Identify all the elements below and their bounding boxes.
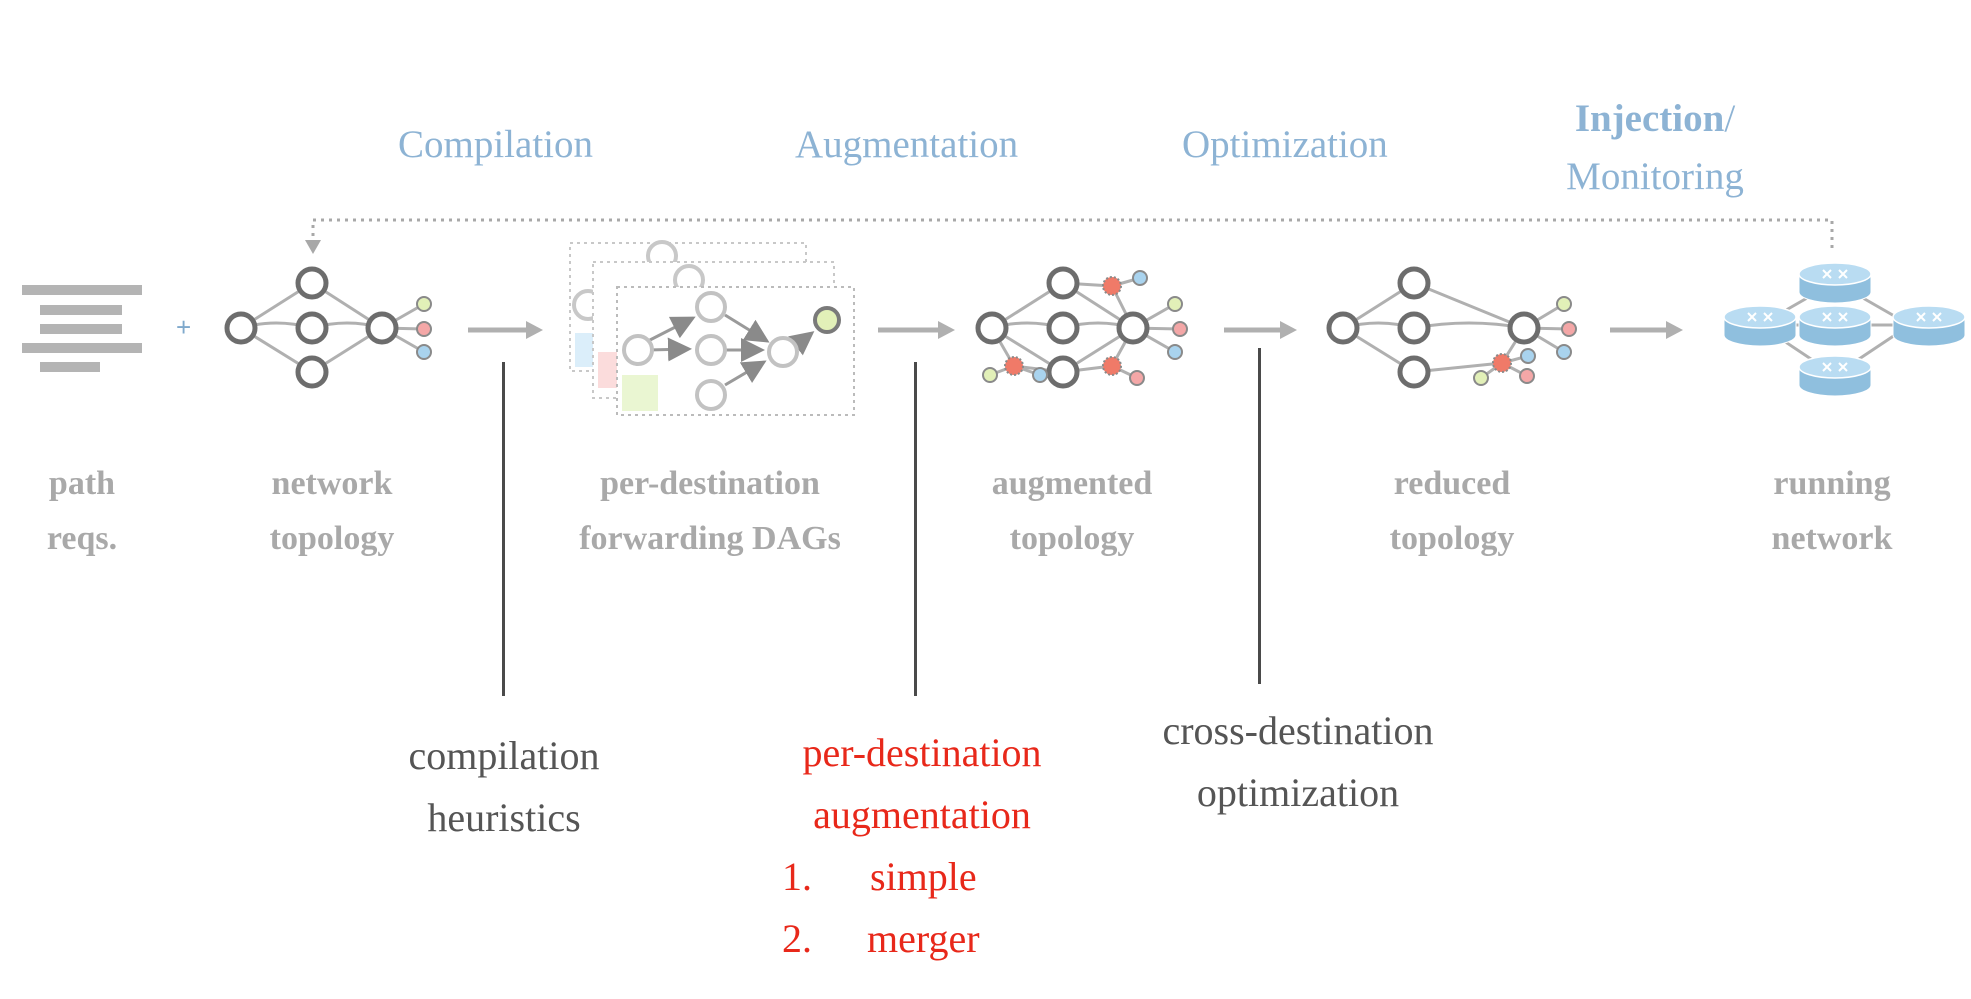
path-reqs-icon — [22, 285, 142, 372]
router-icon — [1723, 305, 1797, 347]
stage-augmentation: Augmentation — [795, 123, 1019, 166]
augmentation-title-1: per-destination — [802, 730, 1042, 775]
augmentation-title-2: augmentation — [813, 792, 1031, 837]
running-network-routers — [1723, 262, 1966, 397]
router-icon — [1798, 262, 1872, 304]
reduced-topology-graph — [1326, 266, 1577, 389]
plus-sign: + — [176, 312, 192, 342]
stage-compilation: Compilation — [398, 123, 593, 166]
augmented-topology-graph — [975, 266, 1188, 389]
stage-injection: Injection — [1574, 97, 1725, 140]
router-icon — [1798, 355, 1872, 397]
network-topology-graph — [224, 266, 432, 389]
forwarding-dags-stack — [569, 240, 855, 416]
flow-arrow-4 — [1610, 321, 1683, 339]
router-icon — [1892, 305, 1966, 347]
flow-arrow-1 — [468, 321, 543, 339]
augmentation-item-1: 1. simple — [782, 854, 977, 899]
stage-separator: / — [1724, 97, 1736, 140]
stage-monitoring: Monitoring — [1566, 155, 1744, 198]
flow-arrow-3 — [1224, 321, 1297, 339]
step-per-destination-augmentation: per-destination augmentation 1. simple 2… — [762, 722, 1082, 970]
feedback-loop-arrow — [305, 218, 1834, 254]
stage-injection-monitoring: Injection/ Monitoring — [1540, 90, 1770, 206]
connector-augmentation — [914, 362, 917, 696]
augmentation-item-2: 2. merger — [782, 916, 980, 961]
flow-arrow-2 — [878, 321, 955, 339]
connector-compilation — [502, 362, 505, 696]
connector-optimization — [1258, 348, 1261, 684]
stage-optimization: Optimization — [1182, 123, 1388, 166]
router-icon — [1798, 305, 1872, 347]
